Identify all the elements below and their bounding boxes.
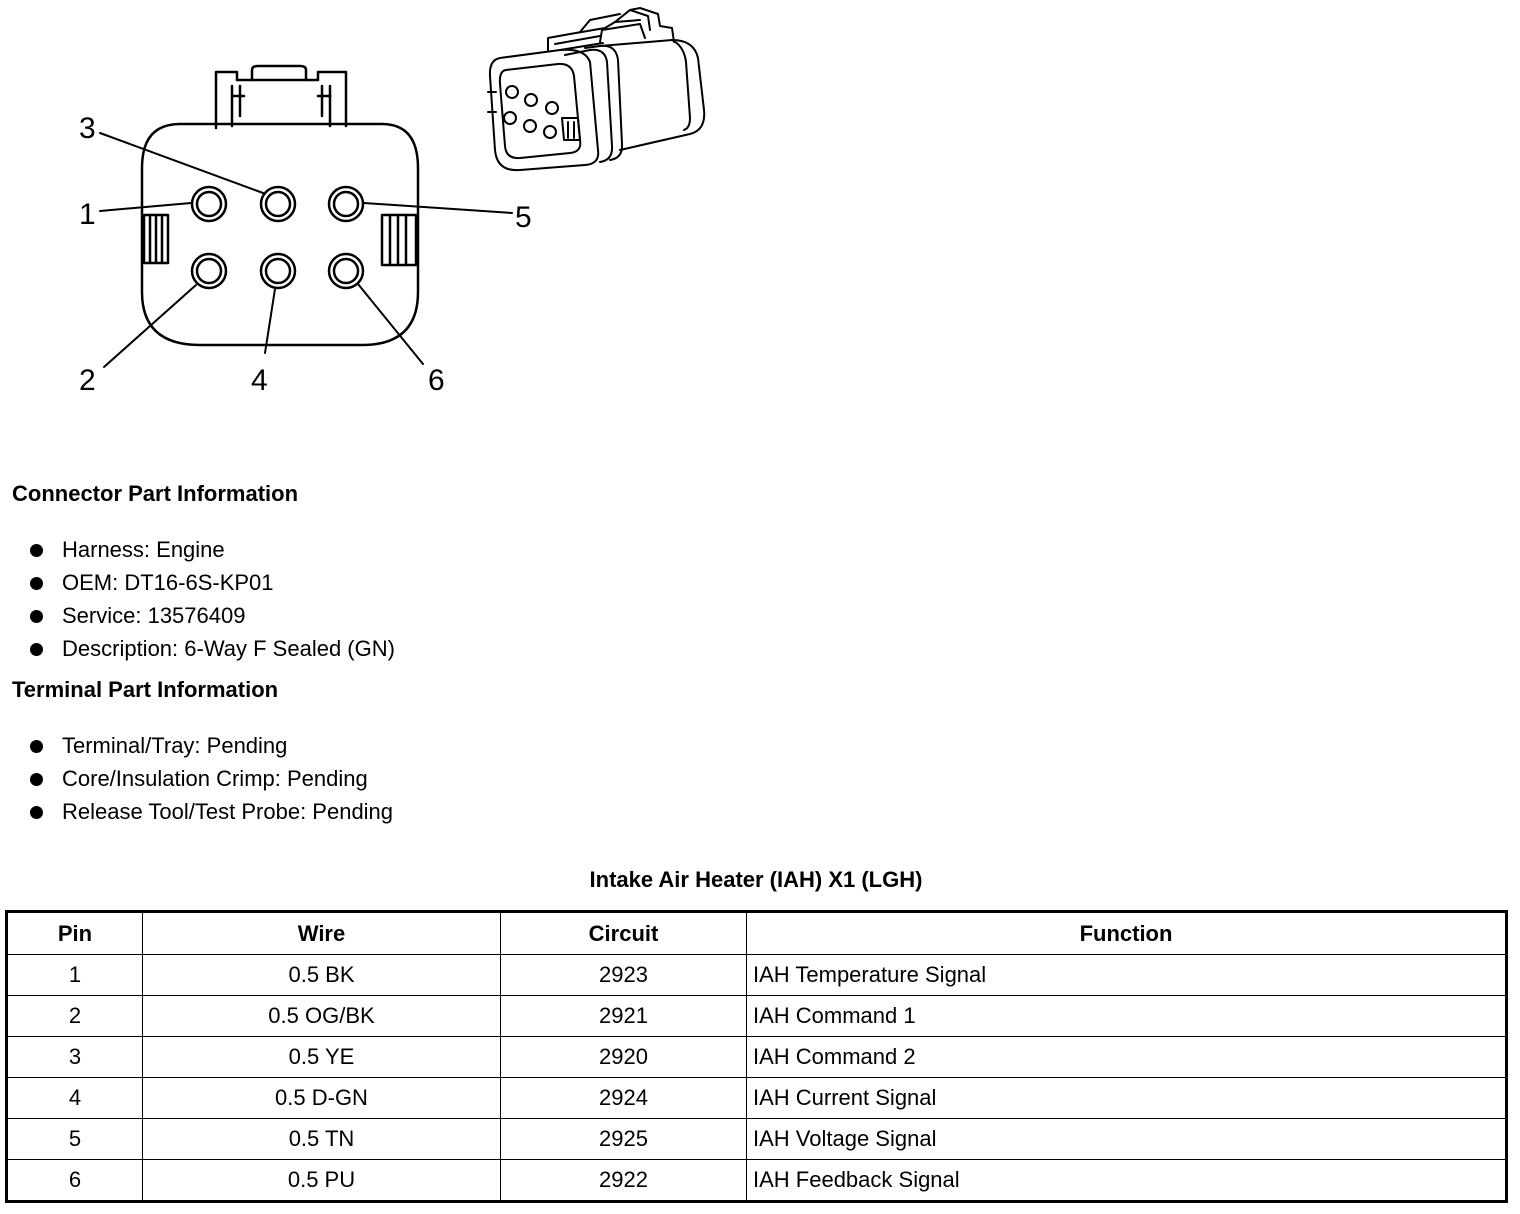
table-row: 5 0.5 TN 2925 IAH Voltage Signal bbox=[6, 1118, 1507, 1160]
cell-function: IAH Feedback Signal bbox=[746, 1159, 1507, 1202]
list-item-text: Terminal/Tray: Pending bbox=[62, 733, 288, 758]
locking-tab bbox=[214, 64, 348, 130]
pin-cavity-4 bbox=[259, 252, 297, 290]
list-item-text: Harness: Engine bbox=[62, 537, 225, 562]
pin-cavity-6 bbox=[327, 252, 365, 290]
cell-pin: 6 bbox=[6, 1159, 143, 1202]
connector-body bbox=[140, 122, 420, 347]
list-item-text: Core/Insulation Crimp: Pending bbox=[62, 766, 368, 791]
connector-diagram: 1 2 3 4 5 6 bbox=[79, 7, 706, 397]
table-row: 1 0.5 BK 2923 IAH Temperature Signal bbox=[6, 954, 1507, 996]
cell-pin: 1 bbox=[6, 954, 143, 996]
bullet-icon bbox=[30, 577, 43, 590]
cell-pin: 5 bbox=[6, 1118, 143, 1160]
pin-cavity-2 bbox=[190, 252, 228, 290]
leader-lines bbox=[99, 132, 513, 368]
cell-pin: 4 bbox=[6, 1077, 143, 1119]
cell-circuit: 2920 bbox=[500, 1036, 747, 1078]
table-row: 6 0.5 PU 2922 IAH Feedback Signal bbox=[6, 1159, 1507, 1202]
side-latch-right bbox=[380, 213, 418, 267]
cell-function: IAH Temperature Signal bbox=[746, 954, 1507, 996]
connector-part-information-list: Harness: Engine OEM: DT16-6S-KP01 Servic… bbox=[30, 536, 395, 668]
terminal-part-information-list: Terminal/Tray: Pending Core/Insulation C… bbox=[30, 732, 393, 831]
cell-pin: 3 bbox=[6, 1036, 143, 1078]
connector-part-information-heading: Connector Part Information bbox=[12, 481, 299, 506]
cell-circuit: 2921 bbox=[500, 995, 747, 1037]
cell-function: IAH Command 2 bbox=[746, 1036, 1507, 1078]
pin-label-2: 2 bbox=[79, 364, 96, 397]
side-latch-left bbox=[142, 213, 170, 265]
terminal-part-information-heading: Terminal Part Information bbox=[12, 677, 279, 702]
cell-wire: 0.5 D-GN bbox=[142, 1077, 501, 1119]
list-item: Service: 13576409 bbox=[30, 602, 395, 635]
pin-cavity-1 bbox=[190, 185, 228, 223]
cell-wire: 0.5 YE bbox=[142, 1036, 501, 1078]
pinout-table: Pin Wire Circuit Function 1 0.5 BK 2923 … bbox=[5, 910, 1508, 1203]
cell-wire: 0.5 PU bbox=[142, 1159, 501, 1202]
cell-circuit: 2924 bbox=[500, 1077, 747, 1119]
cell-wire: 0.5 OG/BK bbox=[142, 995, 501, 1037]
list-item-text: Release Tool/Test Probe: Pending bbox=[62, 799, 394, 824]
connector-3d-view bbox=[487, 7, 706, 172]
bullet-icon bbox=[30, 643, 43, 656]
cell-wire: 0.5 BK bbox=[142, 954, 501, 996]
cell-function: IAH Current Signal bbox=[746, 1077, 1507, 1119]
pin-cavity-3 bbox=[259, 185, 297, 223]
column-header-function: Function bbox=[746, 911, 1507, 955]
pin-label-6: 6 bbox=[428, 364, 445, 397]
list-item: OEM: DT16-6S-KP01 bbox=[30, 569, 395, 602]
pin-cavity-5 bbox=[327, 185, 365, 223]
bullet-icon bbox=[30, 544, 43, 557]
table-title: Intake Air Heater (IAH) X1 (LGH) bbox=[589, 867, 923, 892]
table-row: 3 0.5 YE 2920 IAH Command 2 bbox=[6, 1036, 1507, 1078]
cell-function: IAH Voltage Signal bbox=[746, 1118, 1507, 1160]
list-item: Description: 6-Way F Sealed (GN) bbox=[30, 635, 395, 668]
cell-circuit: 2923 bbox=[500, 954, 747, 996]
bullet-icon bbox=[30, 773, 43, 786]
column-header-circuit: Circuit bbox=[500, 911, 747, 955]
list-item-text: Description: 6-Way F Sealed (GN) bbox=[62, 636, 395, 661]
bullet-icon bbox=[30, 610, 43, 623]
cell-pin: 2 bbox=[6, 995, 143, 1037]
bullet-icon bbox=[30, 740, 43, 753]
bullet-icon bbox=[30, 806, 43, 819]
list-item: Release Tool/Test Probe: Pending bbox=[30, 798, 393, 831]
cell-wire: 0.5 TN bbox=[142, 1118, 501, 1160]
list-item: Harness: Engine bbox=[30, 536, 395, 569]
list-item-text: OEM: DT16-6S-KP01 bbox=[62, 570, 274, 595]
pin-label-4: 4 bbox=[251, 364, 268, 397]
table-row: 2 0.5 OG/BK 2921 IAH Command 1 bbox=[6, 995, 1507, 1037]
column-header-pin: Pin bbox=[6, 911, 143, 955]
table-header-row: Pin Wire Circuit Function bbox=[6, 911, 1507, 955]
list-item: Terminal/Tray: Pending bbox=[30, 732, 393, 765]
list-item: Core/Insulation Crimp: Pending bbox=[30, 765, 393, 798]
pin-label-1: 1 bbox=[79, 198, 96, 231]
cell-circuit: 2922 bbox=[500, 1159, 747, 1202]
cell-function: IAH Command 1 bbox=[746, 995, 1507, 1037]
list-item-text: Service: 13576409 bbox=[62, 603, 246, 628]
cell-circuit: 2925 bbox=[500, 1118, 747, 1160]
pin-label-5: 5 bbox=[515, 201, 532, 234]
pin-label-3: 3 bbox=[79, 112, 96, 145]
column-header-wire: Wire bbox=[142, 911, 501, 955]
table-row: 4 0.5 D-GN 2924 IAH Current Signal bbox=[6, 1077, 1507, 1119]
